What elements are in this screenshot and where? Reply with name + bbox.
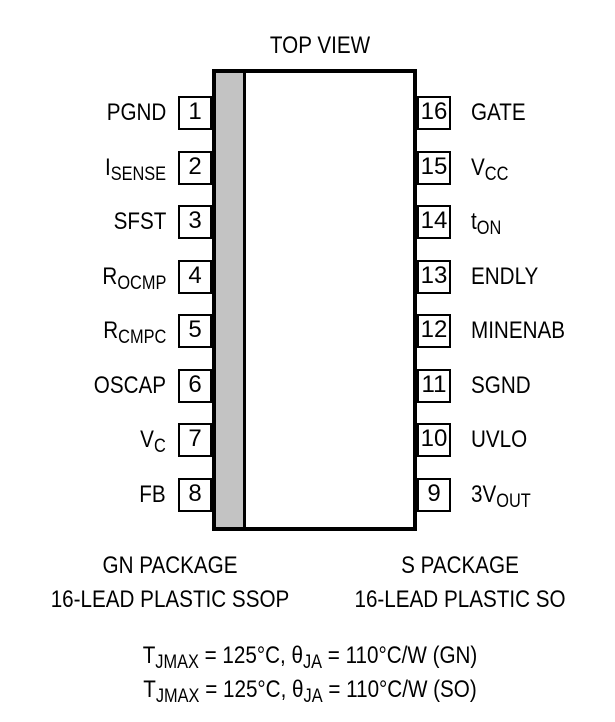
pin-label: ROCMP — [102, 263, 166, 294]
pin-label: GATE — [471, 99, 526, 127]
s-package-label: S PACKAGE — [401, 552, 519, 579]
pin-number: 13 — [420, 262, 448, 289]
pin-label: 3VOUT — [471, 481, 531, 512]
pin-box-right-7 — [417, 423, 451, 457]
pin-label-main: R — [102, 317, 118, 344]
pin-label-main: SGND — [471, 372, 531, 399]
pin-box-right-1 — [417, 96, 451, 130]
pin-number: 7 — [188, 425, 202, 452]
pin-label-main: V — [140, 426, 155, 453]
pin-number: 9 — [427, 480, 441, 507]
pin-label: FB — [140, 481, 166, 509]
pin-label: PGND — [106, 99, 166, 127]
pin-label: SFST — [113, 208, 166, 236]
pin-box-left-4 — [178, 260, 212, 294]
pin-label: VCC — [471, 154, 509, 185]
pin1-indicator-stripe — [216, 73, 246, 527]
thermal-line-so: TJMAX = 125°C, θJA = 110°C/W (SO) — [95, 676, 525, 707]
thermal-end: = 110°C/W (SO) — [322, 676, 477, 703]
thermal-end: = 110°C/W (GN) — [322, 642, 478, 669]
thermal-t-symbol: T — [143, 676, 156, 703]
pin-label-subscript: CC — [484, 164, 509, 185]
pin-label-subscript: C — [154, 436, 166, 457]
pin-label-main: R — [102, 263, 117, 290]
pin-label-main: I — [104, 154, 111, 181]
thermal-mid: = 125°C, θ — [199, 676, 304, 703]
diagram-title: TOP VIEW — [269, 32, 371, 59]
pin-label: tON — [471, 208, 502, 239]
pin-label: VC — [140, 426, 166, 457]
pin-label-main: UVLO — [471, 426, 528, 453]
pin-box-left-1 — [178, 96, 212, 130]
pin-box-left-2 — [178, 151, 212, 185]
pin-box-right-5 — [417, 314, 451, 348]
pin-label: MINENAB — [471, 317, 565, 345]
pin-number: 8 — [188, 480, 202, 507]
pin-label-subscript: SENSE — [110, 164, 166, 185]
pin-label: OSCAP — [94, 372, 166, 400]
pin-box-left-7 — [178, 423, 212, 457]
pin-label: SGND — [471, 372, 531, 400]
pin-label: ENDLY — [471, 263, 538, 291]
pin-label: RCMPC — [102, 317, 166, 348]
pin-box-right-3 — [417, 205, 451, 239]
pin-box-left-5 — [178, 314, 212, 348]
pin-number: 2 — [188, 153, 202, 180]
thermal-theta-subscript: JA — [303, 686, 323, 707]
thermal-t-subscript: JMAX — [155, 652, 199, 673]
ic-body — [212, 69, 417, 531]
pin-box-left-8 — [178, 478, 212, 512]
pin-label: UVLO — [471, 426, 527, 454]
pin-label-main: GATE — [471, 99, 526, 126]
pin-label-main: PGND — [106, 99, 166, 126]
pin-box-left-6 — [178, 369, 212, 403]
pin-box-right-8 — [417, 478, 451, 512]
gn-package-description: 16-LEAD PLASTIC SSOP — [50, 586, 290, 613]
pin-label-subscript: OUT — [496, 491, 531, 512]
thermal-theta-subscript: JA — [302, 652, 323, 673]
pin-number: 3 — [188, 207, 202, 234]
pin-box-left-3 — [178, 205, 212, 239]
gn-package-label: GN PACKAGE — [102, 552, 238, 579]
pin-label-main: t — [471, 208, 477, 235]
pin-label-subscript: OCMP — [116, 273, 166, 294]
pin-number: 1 — [188, 98, 202, 125]
pin-box-right-6 — [417, 369, 451, 403]
pin-label-main: 3V — [471, 481, 497, 508]
pin-number: 10 — [420, 425, 448, 452]
pin-label-subscript: ON — [476, 218, 502, 239]
pin-number: 4 — [188, 262, 202, 289]
pin-label-main: ENDLY — [471, 263, 539, 290]
pin-label-main: SFST — [113, 208, 166, 235]
pin-label-main: MINENAB — [471, 317, 566, 344]
pin-number: 15 — [420, 153, 448, 180]
pin-label-main: OSCAP — [93, 372, 166, 399]
pin-label-main: V — [471, 154, 485, 181]
pin-number: 5 — [188, 316, 202, 343]
s-package-description: 16-LEAD PLASTIC SO — [354, 586, 566, 613]
pin-number: 11 — [421, 371, 447, 398]
pin-number: 16 — [420, 98, 448, 125]
pin-box-right-2 — [417, 151, 451, 185]
pin-number: 14 — [420, 207, 448, 234]
pin-label-subscript: CMPC — [117, 327, 166, 348]
pin-number: 6 — [188, 371, 202, 398]
pin-label: ISENSE — [104, 154, 166, 185]
pin-number: 12 — [420, 316, 448, 343]
thermal-mid: = 125°C, θ — [198, 642, 303, 669]
pin-label-main: FB — [139, 481, 166, 508]
pin-box-right-4 — [417, 260, 451, 294]
thermal-line-gn: TJMAX = 125°C, θJA = 110°C/W (GN) — [95, 642, 525, 673]
thermal-t-subscript: JMAX — [155, 686, 200, 707]
thermal-t-symbol: T — [142, 642, 156, 669]
